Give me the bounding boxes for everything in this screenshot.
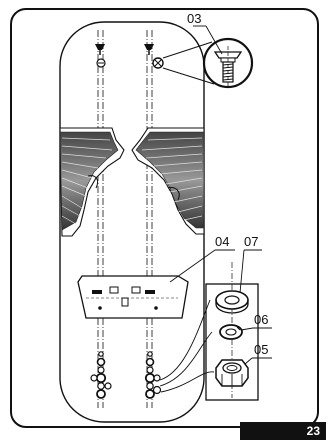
mounting-bracket	[77, 275, 189, 319]
back-panel	[59, 21, 205, 423]
heatsink-right	[131, 127, 205, 235]
callout-leader-05	[244, 357, 272, 365]
page-number-text: 23	[306, 424, 320, 438]
callout-leader-03	[193, 25, 223, 55]
hex-nut	[215, 359, 249, 387]
top-screw-left	[95, 44, 105, 55]
screw-hole-right	[152, 57, 164, 69]
screw-hole-left	[96, 58, 106, 68]
callout-leader-06	[240, 327, 272, 331]
flat-washer	[215, 290, 249, 314]
top-screw-right	[144, 44, 154, 55]
bottom-hardware-right	[144, 351, 162, 399]
screw-detail-callout	[162, 37, 254, 89]
callout-label-spring-washer: 06	[254, 312, 268, 327]
page-number: 23	[240, 422, 326, 440]
callout-leader-04	[169, 249, 235, 283]
callout-label-screw: 03	[187, 11, 201, 26]
callout-label-washer: 07	[244, 234, 258, 249]
page-border	[10, 8, 319, 428]
bottom-hardware-left	[90, 351, 112, 399]
callout-leader-07	[239, 249, 262, 294]
callout-label-nut: 05	[254, 342, 268, 357]
spring-washer	[219, 324, 243, 340]
hardware-leader-curves	[159, 299, 215, 393]
callout-label-bracket: 04	[215, 234, 229, 249]
heatsink-left	[59, 127, 125, 237]
center-lines	[97, 30, 153, 408]
